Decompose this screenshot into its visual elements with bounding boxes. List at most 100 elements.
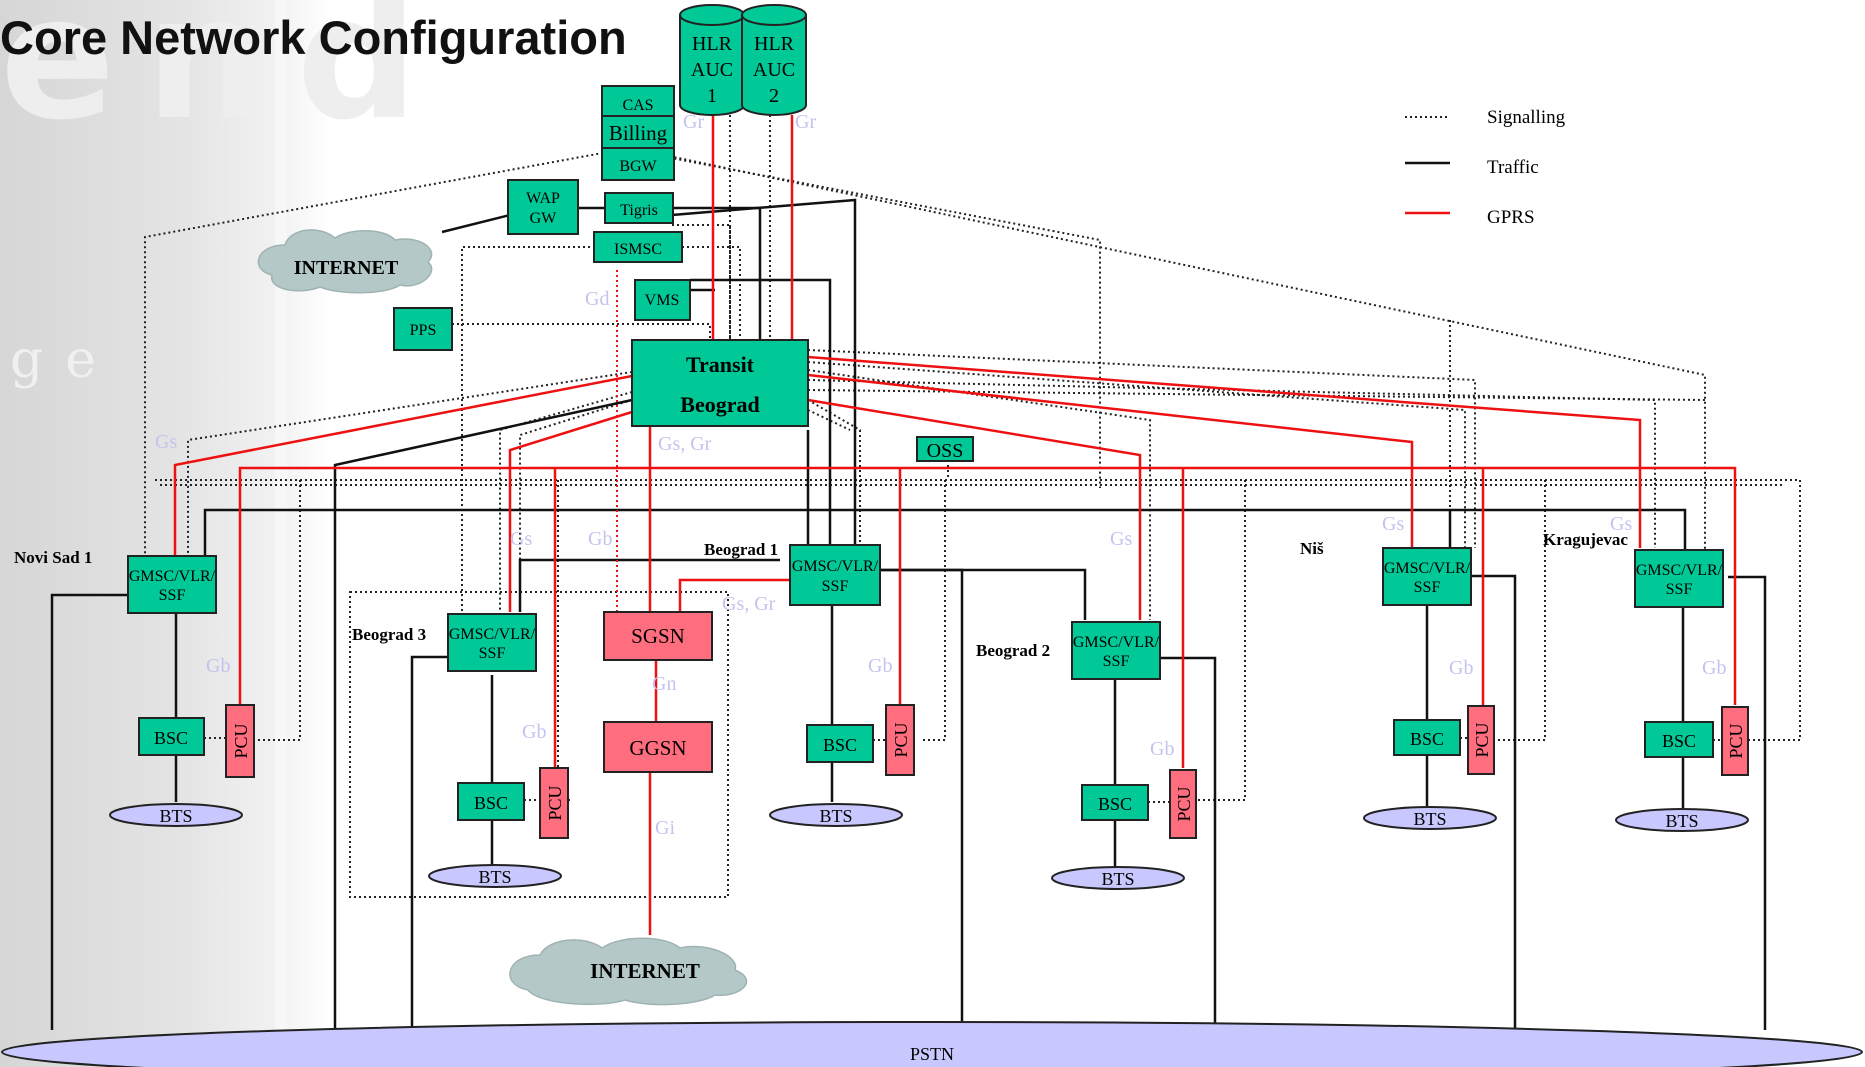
tigris-label: Tigris [620, 202, 658, 219]
beograd2-pcu-label: PCU [1174, 786, 1194, 821]
nis-bts[interactable]: BTS [1363, 806, 1497, 830]
internet-top-label: INTERNET [294, 257, 399, 279]
cas-box [601, 85, 675, 117]
beograd2-gmsc[interactable]: GMSC/VLR/ SSF [1071, 621, 1161, 680]
sgsn-box [603, 611, 713, 661]
beograd3-pcu-label: PCU [545, 785, 565, 820]
beograd3-bts-label: BTS [478, 867, 511, 887]
beograd3-gmsc-line1: GMSC/VLR/ [449, 626, 536, 643]
novisad-gmsc-line1: GMSC/VLR/ [129, 568, 216, 585]
beograd3-gmsc[interactable]: GMSC/VLR/ SSF [447, 613, 537, 672]
beograd2-bts-label: BTS [1101, 869, 1134, 889]
gprs-transit-beograd3 [508, 410, 633, 612]
sig-pcu-novisad [253, 480, 301, 741]
kragujevac-bts[interactable]: BTS [1615, 808, 1749, 832]
bgw-node[interactable]: BGW [601, 147, 675, 181]
novisad-bts[interactable]: BTS [109, 803, 243, 827]
nis-pcu[interactable]: PCU [1467, 705, 1495, 775]
vms-node[interactable]: VMS [634, 279, 691, 321]
nis-gmsc-line2: SSF [1414, 579, 1441, 596]
beograd1-bsc-label: BSC [823, 735, 857, 755]
oss-box [916, 436, 974, 462]
iface-gs-novisad: Gs [155, 431, 177, 453]
trf-beograd3-beograd1 [518, 558, 780, 612]
novisad-gmsc[interactable]: GMSC/VLR/ SSF [127, 555, 217, 614]
beograd1-bsc[interactable]: BSC [806, 724, 874, 763]
oss-node[interactable]: OSS [916, 436, 974, 462]
nis-pcu-box [1467, 705, 1495, 775]
beograd2-pcu[interactable]: PCU [1169, 769, 1197, 839]
sig-bgw-novisad [144, 151, 609, 572]
beograd3-bsc-box [457, 782, 525, 821]
trf-novisad-pstn [50, 593, 128, 1030]
novisad-bsc-label: BSC [154, 728, 188, 748]
nis-bsc-label: BSC [1410, 729, 1444, 749]
ismsc-node[interactable]: ISMSC [593, 231, 683, 263]
hlr-auc-2[interactable]: HLR AUC 2 [741, 4, 807, 116]
pstn-network[interactable]: PSTN [1, 1021, 1863, 1067]
beograd3-area-box [349, 591, 729, 898]
wap-line1: WAP [526, 190, 560, 207]
beograd3-bts-shape [428, 864, 562, 888]
sig-backbone-top [155, 479, 1801, 740]
hlr2-top [741, 4, 807, 26]
iface-gd: Gd [585, 288, 609, 310]
internet-bottom-label: INTERNET [590, 959, 700, 983]
kragujevac-gmsc[interactable]: GMSC/VLR/ SSF [1634, 549, 1724, 608]
nis-bsc[interactable]: BSC [1393, 719, 1461, 756]
billing-node[interactable]: Billing [601, 115, 675, 149]
beograd3-bsc-label: BSC [474, 793, 508, 813]
beograd3-bts[interactable]: BTS [428, 864, 562, 888]
kragujevac-bsc-label: BSC [1662, 731, 1696, 751]
nis-bsc-box [1393, 719, 1461, 756]
oss-label: OSS [927, 440, 964, 462]
kragujevac-pcu[interactable]: PCU [1721, 706, 1749, 776]
kragujevac-bsc-box [1644, 721, 1714, 758]
sig-transit-beograd3b [519, 399, 633, 612]
transit-box [631, 339, 809, 427]
hlr1-line2: AUC [691, 59, 733, 81]
gprs-sgsn-beograd1 [678, 578, 790, 612]
beograd2-bsc[interactable]: BSC [1081, 784, 1149, 821]
sig-pps-transit [452, 323, 711, 345]
nis-bts-label: BTS [1413, 809, 1446, 829]
tigris-node[interactable]: Tigris [604, 192, 674, 224]
gprs-pcu-backbone [238, 466, 1737, 705]
nis-gmsc[interactable]: GMSC/VLR/ SSF [1382, 547, 1472, 606]
nis-bts-shape [1363, 806, 1497, 830]
kragujevac-bsc[interactable]: BSC [1644, 721, 1714, 758]
pps-node[interactable]: PPS [393, 307, 453, 351]
beograd1-gmsc-line1: GMSC/VLR/ [792, 558, 879, 575]
beograd1-pcu[interactable]: PCU [885, 704, 915, 776]
wap-gw-node[interactable]: WAP GW [507, 179, 579, 235]
beograd1-gmsc[interactable]: GMSC/VLR/ SSF [789, 544, 881, 606]
iface-gb-kragujevac: Gb [1702, 657, 1726, 679]
beograd3-pcu[interactable]: PCU [539, 767, 569, 839]
pps-label: PPS [410, 322, 437, 339]
transit-beograd-node[interactable]: Transit Beograd [631, 339, 809, 427]
novisad-pcu[interactable]: PCU [225, 704, 255, 778]
hlr2-body [741, 15, 807, 116]
novisad-bsc[interactable]: BSC [138, 717, 205, 756]
ggsn-box [603, 721, 713, 773]
beograd1-bts[interactable]: BTS [769, 803, 903, 827]
sig-transit-nis2 [807, 349, 1476, 548]
ggsn-node[interactable]: GGSN [603, 721, 713, 773]
beograd1-pcu-label: PCU [891, 722, 911, 757]
trf-internet-wap [441, 213, 511, 234]
sgsn-node[interactable]: SGSN [603, 611, 713, 661]
cas-node[interactable]: CAS [601, 85, 675, 117]
beograd2-gmsc-line1: GMSC/VLR/ [1073, 634, 1160, 651]
sig-transit-beograd3 [499, 391, 633, 612]
nis-gmsc-line1: GMSC/VLR/ [1384, 560, 1471, 577]
sig-pcu-beograd2 [1185, 480, 1246, 801]
beograd2-bts[interactable]: BTS [1051, 866, 1185, 890]
internet-cloud-top: INTERNET [257, 229, 433, 294]
background-watermark-2: ge [10, 330, 119, 390]
sig-pcu-beograd1 [922, 480, 946, 741]
sig-pcu-beograd3 [557, 480, 570, 801]
iface-gs-kragujevac: Gs [1610, 513, 1632, 535]
beograd2-bts-shape [1051, 866, 1185, 890]
hlr-auc-1[interactable]: HLR AUC 1 [679, 4, 745, 116]
beograd3-bsc[interactable]: BSC [457, 782, 525, 821]
